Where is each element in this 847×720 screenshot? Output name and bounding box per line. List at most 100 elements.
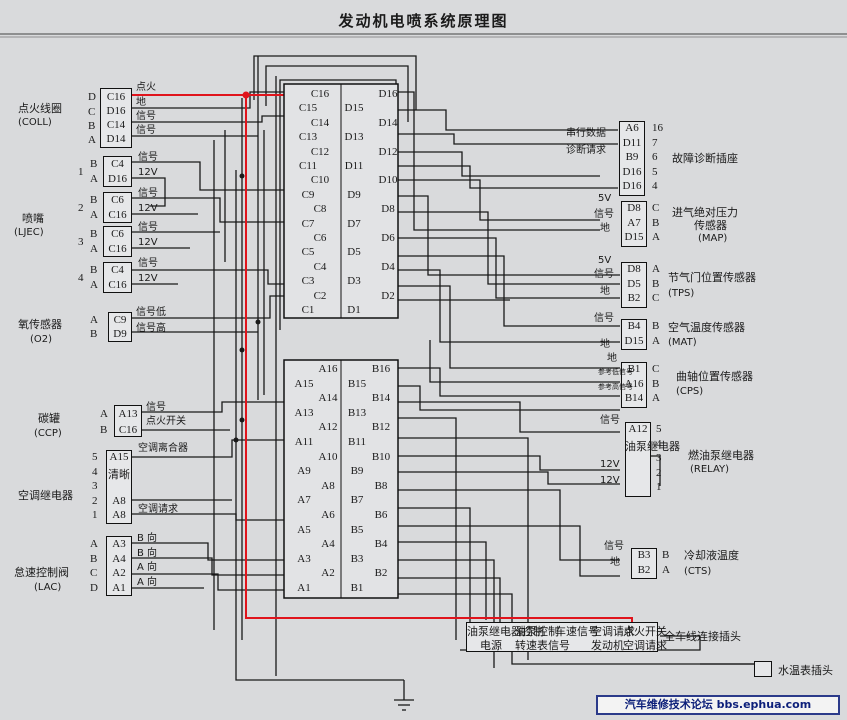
relay-side-label: 5 <box>656 423 662 435</box>
tps-signal: 地 <box>600 286 610 297</box>
ecu-pin-c: C4 <box>313 260 327 273</box>
map-side-label: C <box>652 202 660 214</box>
ccp-pin-2: C16 <box>118 424 138 436</box>
harness-pin-bottom: 发动机 <box>591 640 624 652</box>
ac-relay-pin: A8 <box>112 509 126 521</box>
harness-pin-bottom: 转速表信号 <box>515 640 570 652</box>
injector-signal: 信号 <box>138 188 158 199</box>
map-pin: D15 <box>624 231 644 243</box>
diag-connector <box>619 121 645 196</box>
coil-signal-2: 地 <box>136 97 146 108</box>
ecu-pin-a: A12 <box>318 421 338 434</box>
mat-signal: 地 <box>600 339 610 350</box>
injector-connector <box>103 226 132 257</box>
tps-signal: 5V <box>598 255 612 266</box>
ac-relay-pin: A15 <box>109 451 129 463</box>
lac-signal: B 向 <box>137 547 158 559</box>
relay-connector <box>625 422 651 497</box>
ecu-pin-d: D1 <box>347 304 361 316</box>
lac-connector <box>106 536 132 596</box>
water-temp-label: 水温表插头 <box>778 664 833 677</box>
map-connector <box>621 201 647 247</box>
cts-signal: 信号 <box>604 541 624 552</box>
ecu-pin-a: A7 <box>297 494 311 507</box>
map-side-label: A <box>652 231 660 243</box>
ecu-pin-b: B8 <box>374 479 388 492</box>
ac-relay-pin: A8 <box>112 494 126 507</box>
ecu-pin-d: D7 <box>347 217 361 230</box>
ecu-pin-c: C11 <box>299 160 317 172</box>
ecu-pin-b: B2 <box>374 567 388 580</box>
ecu-pin-d: D4 <box>381 260 395 273</box>
relay-name-en: (RELAY) <box>690 464 730 475</box>
diag-pin: B9 <box>625 151 639 163</box>
lac-pin: A2 <box>112 567 126 579</box>
tps-side-label: B <box>652 277 660 290</box>
tps-name-en: (TPS) <box>668 288 695 299</box>
cps-side-label: C <box>652 363 660 375</box>
injector-pin: C16 <box>108 243 127 255</box>
cps-signal: 参考低信号 <box>598 368 633 376</box>
harness-pin-top: 空调请求 <box>591 626 635 638</box>
tps-name: 节气门位置传感器 <box>668 271 756 284</box>
injector-pin: D16 <box>108 173 127 185</box>
coil-pin-1: C16 <box>106 91 126 103</box>
diag-name: 故障诊断插座 <box>672 152 738 165</box>
mat-pin: B4 <box>627 320 641 332</box>
mat-side-label: A <box>652 334 660 347</box>
ecu-pin-a: A13 <box>294 406 314 419</box>
mat-signal: 信号 <box>594 313 614 324</box>
ecu-pin-b: B6 <box>374 509 388 521</box>
o2-letter-b: B <box>90 328 98 340</box>
ac-signal-request: 空调请求 <box>138 504 178 515</box>
ecu-pin-a: A5 <box>297 523 311 536</box>
o2-signal-2: 信号高 <box>136 323 166 334</box>
lac-name: 怠速控制阀 <box>14 566 69 579</box>
cps-signal: 地 <box>607 353 617 364</box>
coil-name: 点火线圈 <box>18 102 62 115</box>
ecu-pin-a: A1 <box>297 582 311 594</box>
o2-name-en: (O2) <box>30 334 53 345</box>
diag-pin: D16 <box>622 180 642 192</box>
ecu-pin-d: D15 <box>344 102 364 115</box>
cps-connector <box>621 362 647 408</box>
map-signal: 地 <box>600 223 610 234</box>
diag-pin: D11 <box>622 136 642 149</box>
o2-pin-1: C9 <box>113 314 127 326</box>
injector-letter: B <box>90 194 98 206</box>
ecu-pin-c: C12 <box>310 145 330 158</box>
map-signal: 5V <box>598 193 612 204</box>
ecu-pin-d: D5 <box>347 246 361 259</box>
o2-pin-2: D9 <box>113 328 127 340</box>
coil-signal-3: 信号 <box>136 111 156 122</box>
injector-letter: A <box>90 173 98 185</box>
injector-signal: 12V <box>138 237 158 248</box>
ac-signal-clutch: 空调离合器 <box>138 443 188 454</box>
relay-side-label: 3 <box>656 452 662 464</box>
relay-signal: 信号 <box>600 415 620 426</box>
coil-pin-4: D14 <box>106 133 126 145</box>
injector-letter: B <box>90 158 98 170</box>
forum-watermark: 汽车维修技术论坛 bbs.ephua.com <box>596 695 840 715</box>
ac-relay-number: 4 <box>92 465 98 478</box>
ac-relay-number: 1 <box>92 509 98 521</box>
highlight-junction <box>242 91 250 99</box>
o2-connector <box>108 312 132 342</box>
ecu-pin-b: B12 <box>371 421 391 434</box>
cps-side-label: A <box>652 392 660 404</box>
ac-relay-number: 2 <box>92 494 98 507</box>
injector-signal: 信号 <box>138 152 158 163</box>
tps-pin: D5 <box>627 277 641 290</box>
cts-signal: 地 <box>610 557 620 568</box>
ecu-pin-c: C9 <box>301 188 315 201</box>
ecu-pin-b: B3 <box>350 552 364 565</box>
cts-name: 冷却液温度 <box>684 549 739 562</box>
coil-letter-c: C <box>88 106 96 118</box>
ecu-pin-c: C1 <box>301 304 315 316</box>
coil-pin-2: D16 <box>106 105 126 117</box>
ac-relay-number: 3 <box>92 480 98 492</box>
injector-signal: 12V <box>138 167 158 178</box>
map-name-1: 进气绝对压力 <box>672 206 738 219</box>
relay-name: 燃油泵继电器 <box>688 449 754 462</box>
